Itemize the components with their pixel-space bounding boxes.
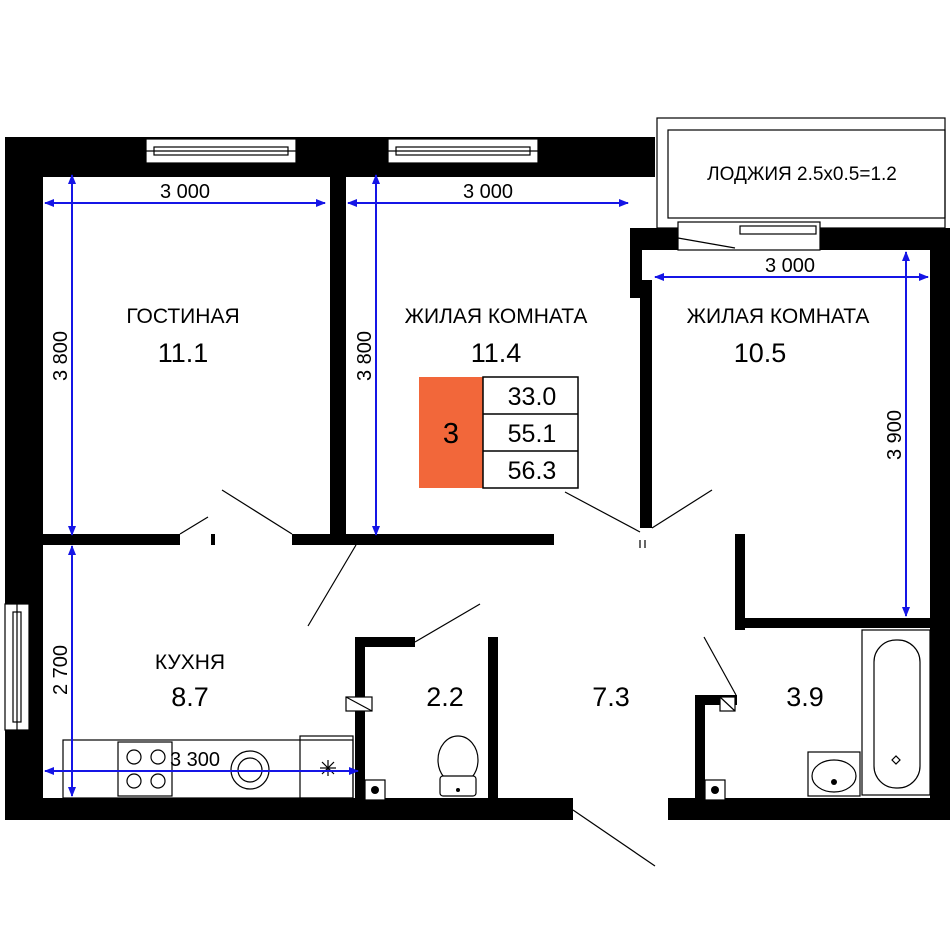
window-bedroom1 (387, 138, 539, 164)
room-area-bedroom1: 11.4 (471, 338, 522, 368)
dim-living-width: 3 000 (160, 181, 210, 203)
room-label-bedroom1: ЖИЛАЯ КОМНАТА (405, 305, 588, 328)
badge-living-area: 33.0 (508, 383, 557, 411)
door-swings (179, 489, 737, 867)
room-area-wc: 2.2 (426, 682, 464, 712)
window-living (145, 138, 297, 164)
toilet-icon (437, 735, 479, 797)
room-area-hall: 7.3 (592, 682, 630, 712)
room-label-living: ГОСТИНАЯ (126, 305, 239, 328)
room-area-kitchen: 8.7 (171, 682, 209, 712)
walls (5, 137, 950, 820)
dim-kitchen-height: 2 700 (50, 645, 72, 695)
room-label-loggia: ЛОДЖИЯ 2.5х0.5=1.2 (707, 164, 897, 185)
badge-rooms-count: 3 (443, 418, 459, 450)
dim-bedroom2-width: 3 000 (765, 255, 815, 277)
dim-bedroom1-width: 3 000 (463, 181, 513, 203)
badge-total-with-loggia: 56.3 (508, 457, 557, 485)
room-area-living: 11.1 (158, 338, 209, 368)
room-area-bedroom2: 10.5 (734, 338, 787, 368)
dim-kitchen-width: 3 300 (170, 749, 220, 771)
badge-total-area: 55.1 (508, 420, 557, 448)
sink-icon (807, 751, 861, 797)
window-bedroom2 (677, 221, 821, 251)
dim-bedroom2-height: 3 900 (884, 410, 906, 460)
area-badge: 3 33.0 55.1 56.3 (419, 376, 579, 489)
dimension-lines (44, 174, 929, 797)
room-label-kitchen: КУХНЯ (155, 651, 225, 674)
dim-living-height: 3 800 (50, 331, 72, 381)
bathtub-icon (861, 629, 931, 796)
dim-bedroom1-height: 3 800 (354, 331, 376, 381)
room-label-bedroom2: ЖИЛАЯ КОМНАТА (687, 305, 870, 328)
badge-rooms-swatch (419, 377, 483, 488)
ventilation-shafts (345, 696, 736, 801)
window-kitchen (4, 603, 30, 731)
loggia (656, 117, 946, 229)
room-area-bath: 3.9 (786, 682, 824, 712)
